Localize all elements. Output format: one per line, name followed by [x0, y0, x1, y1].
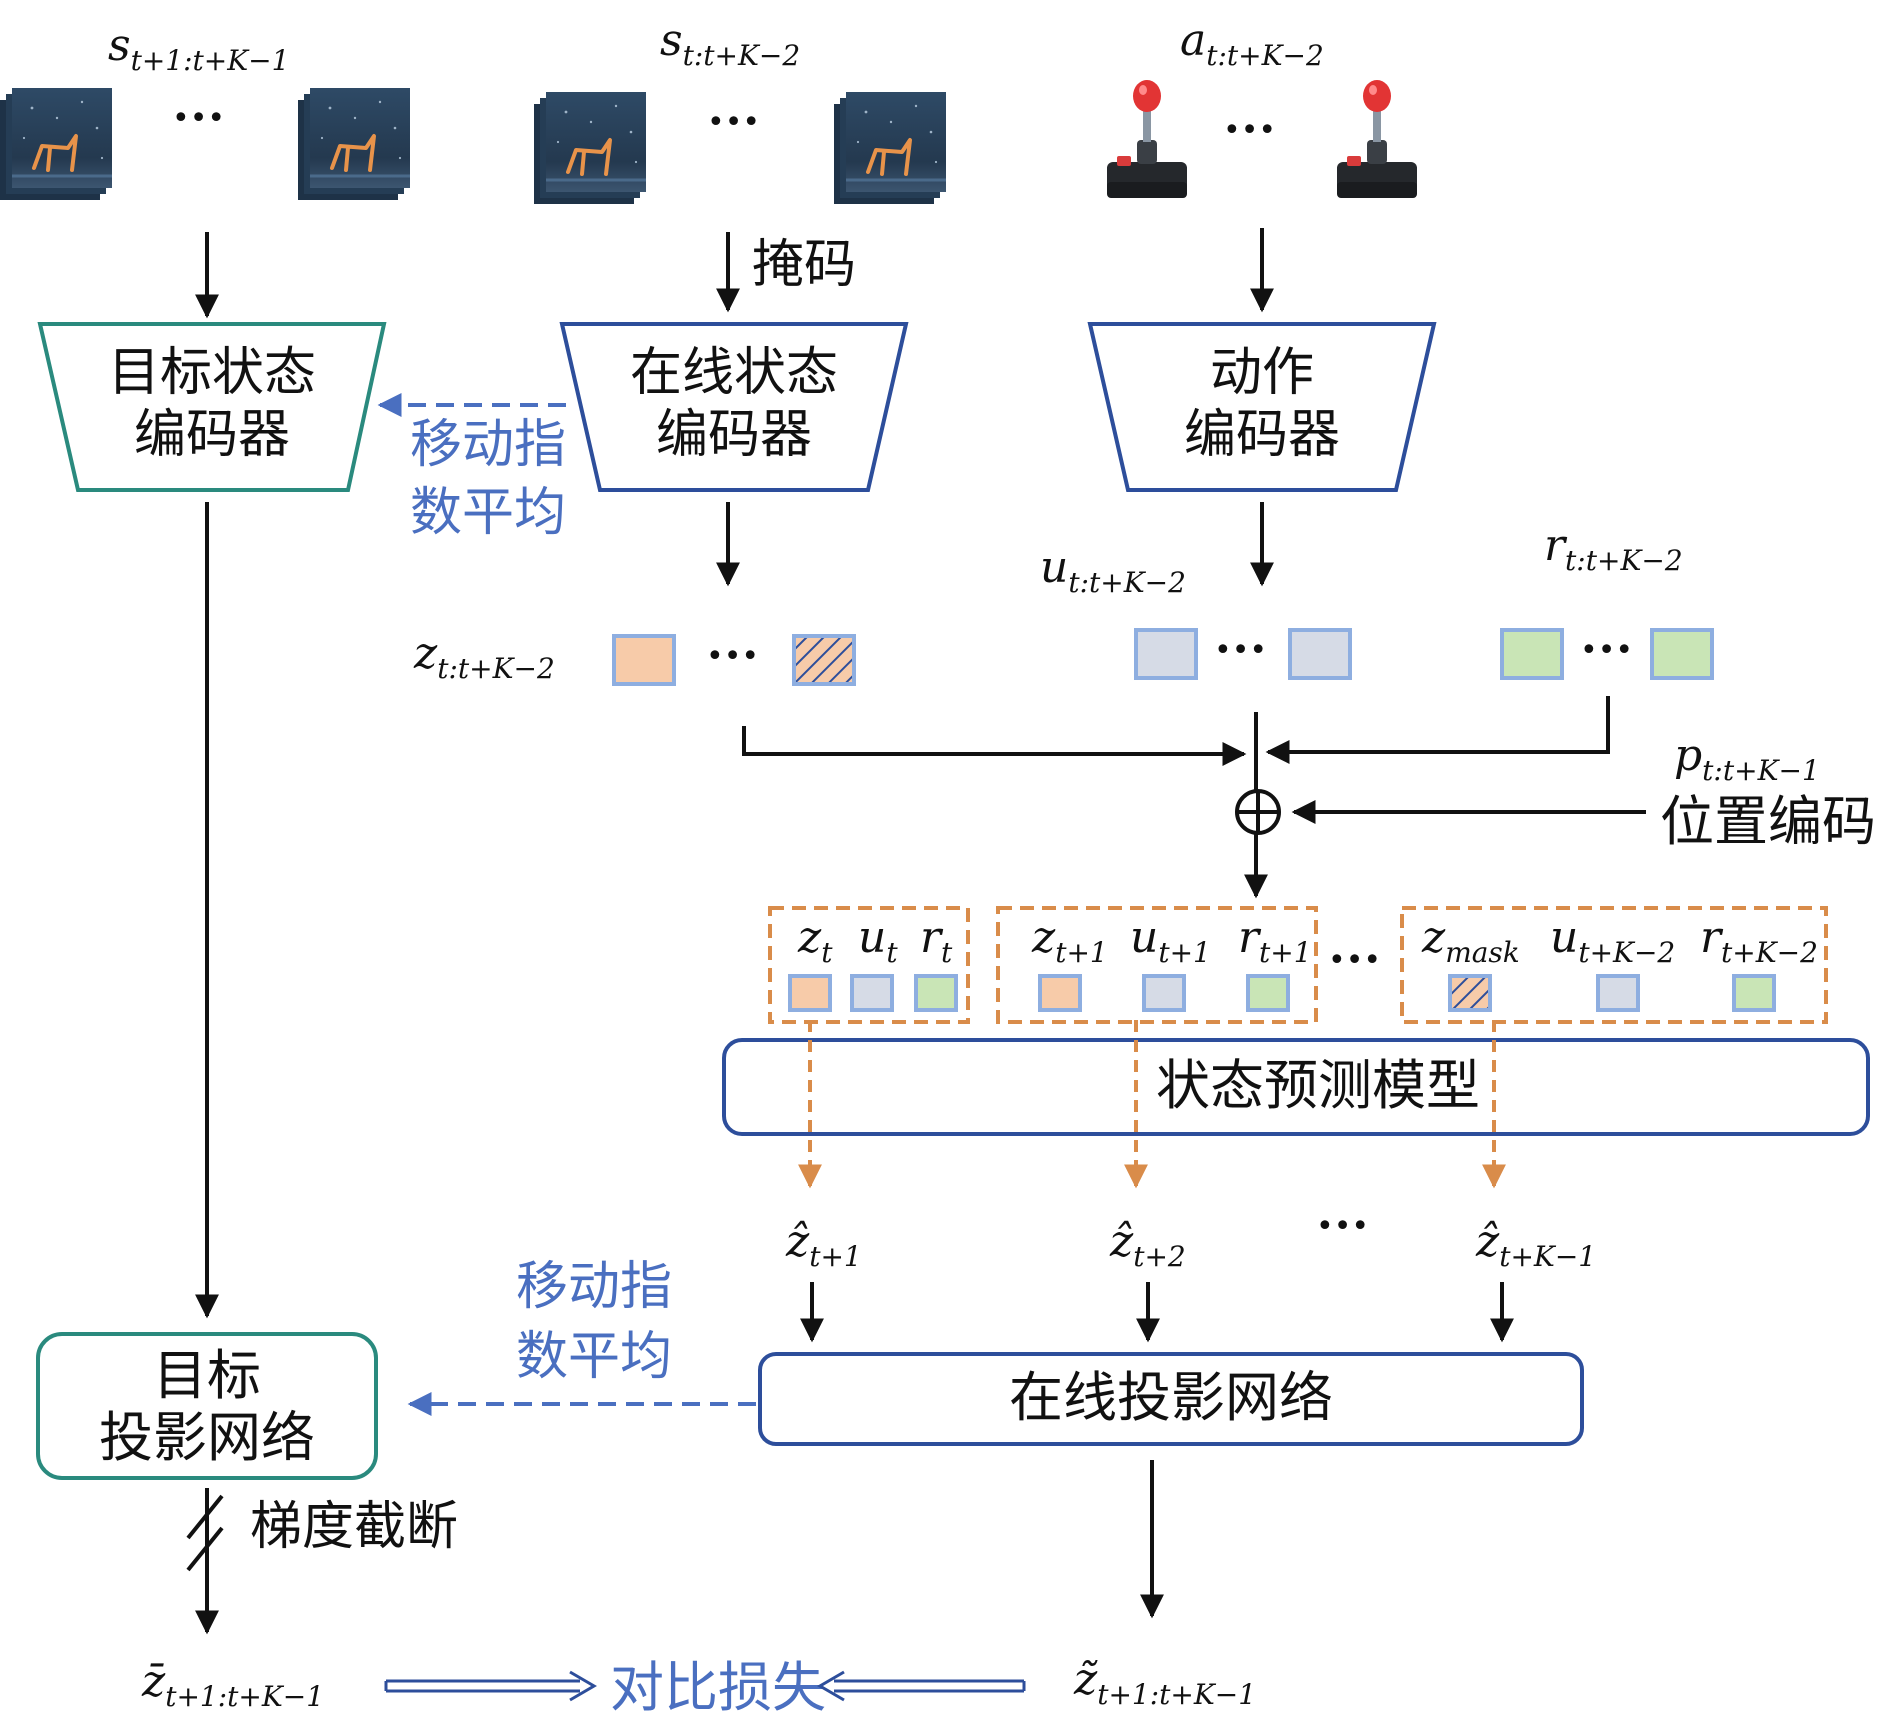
u-embedding-label: ut:t+K−2 [1040, 542, 1186, 599]
action-encoder-line2: 编码器 [1184, 405, 1340, 465]
u-token [1288, 628, 1352, 680]
position-var-label: pt:t+K−1 [1674, 730, 1820, 787]
action-encoder-line1: 动作 [1210, 343, 1314, 403]
u-token [850, 974, 894, 1012]
stop-gradient-label: 梯度截断 [250, 1497, 458, 1557]
token-label-u: ut [858, 912, 898, 969]
stop-gradient-mark [186, 1494, 224, 1540]
target-projection-line1: 目标 [153, 1344, 261, 1407]
r-token [1732, 974, 1776, 1012]
online-encoder-line1: 在线状态 [630, 343, 838, 403]
loss-arrow-right [817, 1670, 1026, 1702]
ellipsis: ••• [1580, 633, 1633, 668]
online-state-encoder [559, 322, 909, 492]
ema-label-line2: 数平均 [516, 1327, 672, 1387]
predictor-label: 状态预测模型 [1156, 1054, 1480, 1117]
prediction-label: ẑt+K−1 [1475, 1216, 1596, 1273]
loss-arrow-left [384, 1670, 597, 1702]
actions-label: at:t+K−2 [1180, 15, 1324, 72]
ema-label-line1: 移动指 [516, 1257, 672, 1317]
mask-label: 掩码 [752, 235, 856, 295]
prediction-label: ẑt+2 [1109, 1216, 1186, 1273]
frame-image [0, 86, 114, 202]
token-label-u: ut+1 [1130, 912, 1211, 969]
z-embedding-label: zt:t+K−2 [413, 628, 555, 685]
masked-z-token [1448, 974, 1492, 1012]
token-label-r: rt [920, 912, 953, 969]
r-token [1650, 628, 1714, 680]
ellipsis: ••• [706, 639, 759, 674]
merge-arrow [1265, 696, 1610, 764]
ellipsis: ••• [172, 101, 225, 136]
token-label-z: zt [797, 912, 833, 969]
ellipsis: ••• [1316, 1209, 1369, 1244]
token-label-r: rt+K−2 [1700, 912, 1818, 969]
z-token [612, 634, 676, 686]
ellipsis: ••• [1223, 113, 1276, 148]
z-token [788, 974, 832, 1012]
target-projection-network [36, 1332, 378, 1480]
joystick-icon [1107, 80, 1187, 198]
token-group-last [1400, 906, 1828, 1024]
masked-z-token [792, 634, 856, 686]
stop-gradient-mark [186, 1526, 224, 1572]
contrastive-loss-label: 对比损失 [610, 1656, 826, 1719]
target-encoder-line1: 目标状态 [108, 343, 316, 403]
frame-image [832, 90, 948, 206]
target-encoder-line2: 编码器 [134, 405, 290, 465]
online-projection-label: 在线投影网络 [1009, 1366, 1333, 1429]
token-label-z: zmask [1421, 912, 1520, 969]
token-label-u: ut+K−2 [1550, 912, 1675, 969]
r-embedding-label: rt:t+K−2 [1544, 520, 1683, 577]
ellipsis: ••• [1328, 943, 1381, 978]
r-token [1500, 628, 1564, 680]
r-token [1246, 974, 1290, 1012]
r-token [914, 974, 958, 1012]
action-encoder [1087, 322, 1437, 492]
u-token [1142, 974, 1186, 1012]
masked-states-label: st:t+K−2 [660, 15, 800, 72]
ema-label-line2: 数平均 [410, 483, 566, 543]
position-encoding-label: 位置编码 [1660, 790, 1876, 853]
online-projection-network [758, 1352, 1584, 1446]
token-group-t1 [996, 906, 1318, 1024]
frame-image [296, 86, 412, 202]
joystick-icon [1337, 80, 1417, 198]
prediction-label: ẑt+1 [785, 1216, 862, 1273]
ellipsis: ••• [1214, 633, 1267, 668]
frame-image [532, 90, 648, 206]
target-state-encoder [37, 322, 387, 492]
target-states-label: st+1:t+K−1 [108, 20, 289, 77]
u-token [1596, 974, 1640, 1012]
state-prediction-model [722, 1038, 1870, 1136]
target-projection-line2: 投影网络 [99, 1406, 315, 1469]
z-token [1038, 974, 1082, 1012]
ellipsis: ••• [707, 105, 760, 140]
ema-label-line1: 移动指 [410, 415, 566, 475]
online-encoder-line2: 编码器 [656, 405, 812, 465]
u-token [1134, 628, 1198, 680]
token-group-t [768, 906, 970, 1024]
merge-arrow [742, 726, 1247, 766]
token-label-r: rt+1 [1238, 912, 1312, 969]
online-output-label: z̃t+1:t+K−1 [1073, 1654, 1256, 1711]
token-label-z: zt+1 [1031, 912, 1108, 969]
target-output-label: z̄t+1:t+K−1 [141, 1656, 324, 1713]
